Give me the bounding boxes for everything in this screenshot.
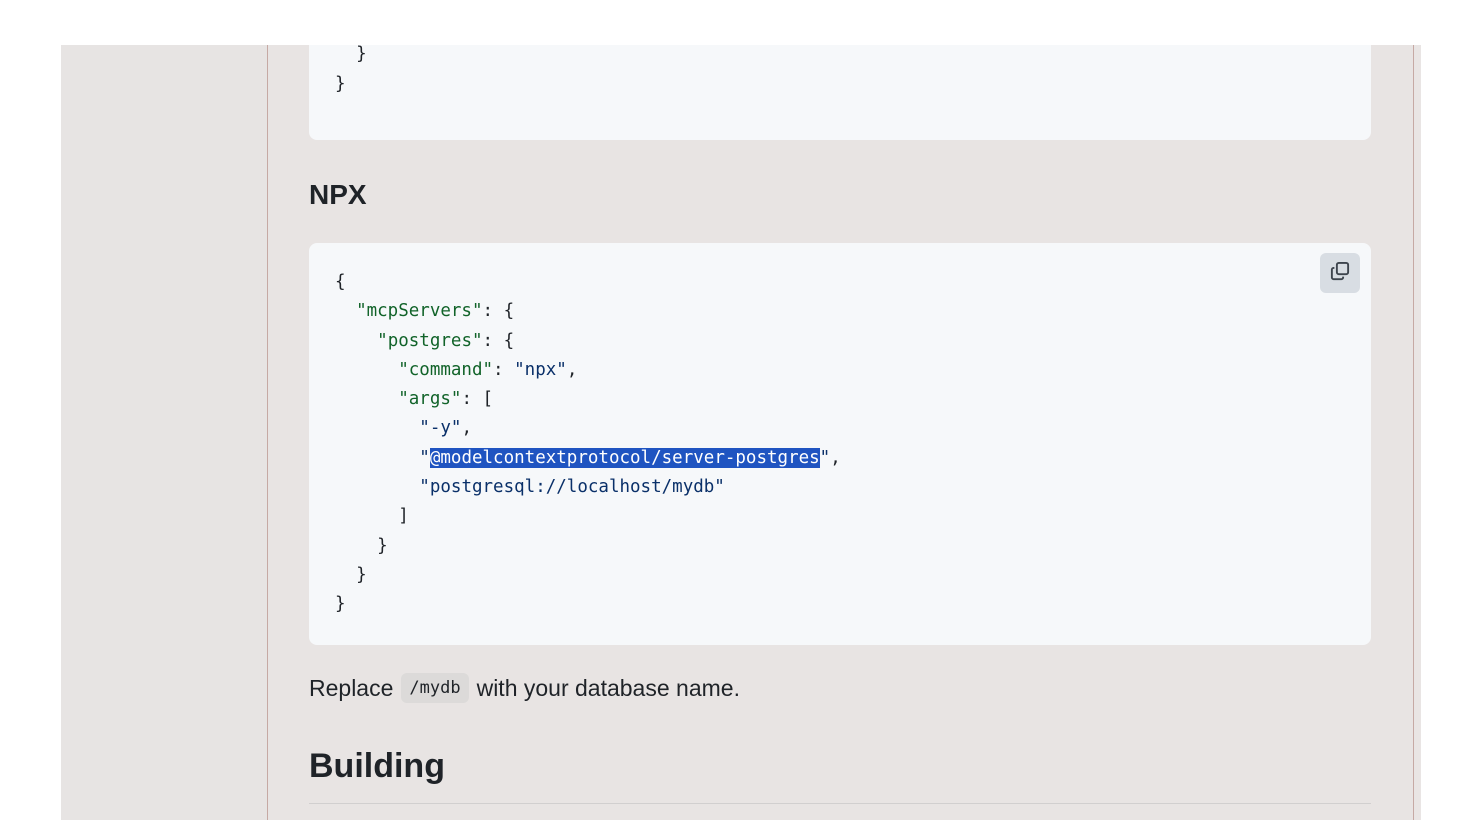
json-string: "-y" [419,418,462,439]
npx-code-content[interactable]: { "mcpServers": { "postgres": { "command… [335,268,841,620]
json-string: "postgresql://localhost/mydb" [419,477,725,498]
json-key: "command" [398,359,494,380]
code-punct: : [493,359,515,380]
code-punct: : { [482,330,515,351]
json-quote: " [819,447,831,468]
code-brace: } [335,594,346,615]
copy-icon [1330,261,1350,286]
code-punct: , [461,418,472,439]
readme-article: } } } } NPX { "mcpServers": { "postgres"… [267,45,1414,820]
page-viewport: } } } } NPX { "mcpServers": { "postgres"… [61,45,1421,820]
code-brace: } [356,564,367,585]
section-heading-npx: NPX [309,179,367,210]
json-quote: " [419,447,430,468]
code-brace: { [335,272,346,292]
code-punct: , [566,359,578,380]
selected-text[interactable]: @modelcontextprotocol/server-postgres [429,447,820,468]
code-punct: : { [482,301,515,322]
code-line: } [335,45,367,65]
note-text-after: with your database name. [476,674,740,701]
json-key: "mcpServers" [356,301,483,322]
inline-code-mydb: /mydb [401,673,469,703]
npx-code-block: { "mcpServers": { "postgres": { "command… [309,243,1371,645]
code-bracket: ] [398,506,409,527]
copy-button[interactable] [1320,253,1360,293]
code-punct: : [ [461,389,494,410]
code-line: } [335,73,346,94]
left-sidebar-gutter [61,45,267,820]
json-key: "args" [398,389,462,410]
json-key: "postgres" [377,330,483,351]
note-text-before: Replace [309,674,394,701]
code-brace: } [377,535,388,556]
code-punct: , [830,447,841,468]
replace-note: Replace /mydb with your database name. [309,673,740,703]
previous-code-block: } } } } [309,45,1371,140]
heading-divider [309,803,1371,804]
previous-code-content: } } } } [335,45,388,99]
json-string: "npx" [514,359,567,380]
section-heading-building: Building [309,747,445,785]
